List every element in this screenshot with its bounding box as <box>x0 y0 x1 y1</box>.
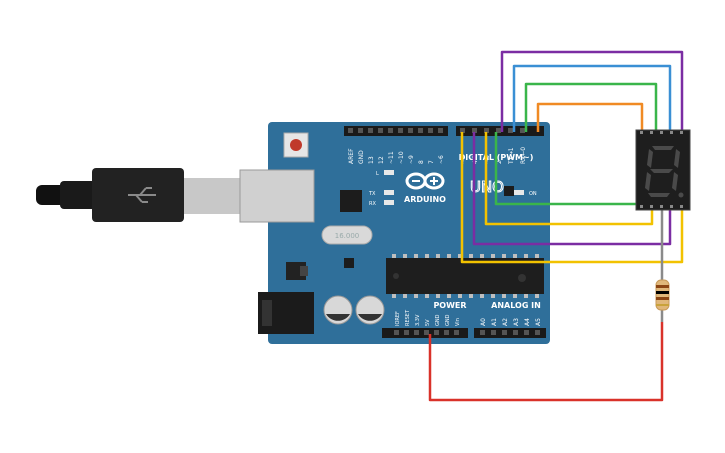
digital-pin-hole[interactable] <box>508 128 513 133</box>
power-pin-hole[interactable] <box>444 330 449 335</box>
analog-pin-hole[interactable] <box>480 330 485 335</box>
led-rx <box>384 200 394 205</box>
analog-pin-label: A3 <box>513 318 520 326</box>
wire-green-top[interactable] <box>524 82 658 132</box>
digital-pin-label: GND <box>358 150 365 164</box>
usb-icon <box>128 187 156 203</box>
analog-pin-hole[interactable] <box>524 330 529 335</box>
digital-pin-hole[interactable] <box>428 128 433 133</box>
analog-pin-hole[interactable] <box>491 330 496 335</box>
analog-pin-label: A2 <box>502 318 509 326</box>
usb-cable-collar <box>60 181 96 209</box>
analog-pin-label: A4 <box>524 318 531 326</box>
digital-pin-label: 8 <box>418 160 425 164</box>
seven-segment-display[interactable]: 8 <box>635 129 691 211</box>
led-rx-label: RX <box>369 201 376 207</box>
led-on <box>514 190 524 195</box>
digital-pin-hole[interactable] <box>520 128 525 133</box>
digital-pin-hole[interactable] <box>368 128 373 133</box>
digital-pin-hole[interactable] <box>438 128 443 133</box>
power-pin-hole[interactable] <box>394 330 399 335</box>
power-header-label: POWER <box>433 301 466 310</box>
digital-pin-label: 13 <box>368 156 375 164</box>
wires <box>428 50 684 402</box>
digital-pin-hole[interactable] <box>496 128 501 133</box>
digital-pin-hole[interactable] <box>460 128 465 133</box>
power-pin-label: GND <box>445 314 451 326</box>
led-l-label: L <box>376 171 379 177</box>
digital-pin-label: 7 <box>428 160 435 164</box>
digital-pin-label: TX→1 <box>508 147 515 165</box>
wire-purple-bottom[interactable] <box>472 132 672 246</box>
wire-red[interactable] <box>428 322 664 402</box>
digital-pin-label: ~10 <box>398 151 405 164</box>
led-on-label: ON <box>529 191 537 197</box>
wire-purple-top[interactable] <box>500 50 684 132</box>
digital-pin-label: RX←0 <box>520 147 527 164</box>
crystal-oscillator <box>321 225 373 245</box>
analog-pin-hole[interactable] <box>535 330 540 335</box>
analog-pin-label: A5 <box>535 318 542 326</box>
led-l <box>384 170 394 175</box>
digital-pin-hole[interactable] <box>484 128 489 133</box>
power-pin-hole[interactable] <box>454 330 459 335</box>
analog-header-label: ANALOG IN <box>491 301 541 310</box>
crystal-label: 16.000 <box>335 232 360 240</box>
digital-pin-hole[interactable] <box>418 128 423 133</box>
digital-pin-label: 12 <box>378 156 385 164</box>
power-pin-hole[interactable] <box>404 330 409 335</box>
digital-pin-hole[interactable] <box>378 128 383 133</box>
analog-pin-label: A0 <box>480 318 487 326</box>
resistor[interactable] <box>655 279 670 311</box>
digital-pin-label: ~6 <box>438 155 445 164</box>
digital-pin-hole[interactable] <box>472 128 477 133</box>
analog-pin-hole[interactable] <box>513 330 518 335</box>
analog-pin-label: A1 <box>491 318 498 326</box>
digital-pin-label: ~3 <box>484 155 491 164</box>
power-pin-label: 5V <box>425 319 431 326</box>
analog-pin-hole[interactable] <box>502 330 507 335</box>
power-pin-hole[interactable] <box>414 330 419 335</box>
power-pin-hole[interactable] <box>434 330 439 335</box>
reset-button-cap <box>290 139 302 151</box>
digital-pin-label: ~9 <box>408 155 415 164</box>
digital-pin-hole[interactable] <box>398 128 403 133</box>
digital-pin-label: ~5 <box>460 155 467 164</box>
digital-pin-hole[interactable] <box>408 128 413 133</box>
arduino-logo <box>405 172 445 190</box>
digital-pin-label: 2 <box>496 160 503 164</box>
wire-yellow-1[interactable] <box>484 132 654 226</box>
digital-header-left <box>344 126 448 136</box>
led-tx-label: TX <box>368 191 376 197</box>
digital-pin-label: 4 <box>472 160 479 164</box>
power-pin-label: RESET <box>405 309 411 326</box>
power-pin-hole[interactable] <box>424 330 429 335</box>
display-digit <box>645 146 684 198</box>
wire-yellow-2[interactable] <box>460 132 684 264</box>
digital-pin-hole[interactable] <box>358 128 363 133</box>
digital-pin-label: ~11 <box>388 151 395 164</box>
usb-cable-strain-relief <box>36 185 66 205</box>
wire-orange-top[interactable] <box>536 102 644 132</box>
brand-label: ARDUINO <box>404 195 446 204</box>
led-tx <box>384 190 394 195</box>
analog-header <box>474 328 546 338</box>
usb-controller-chip <box>340 190 362 212</box>
wire-blue-top[interactable] <box>512 64 672 132</box>
digital-pin-hole[interactable] <box>388 128 393 133</box>
usb-plug-metal <box>184 178 240 214</box>
digital-pin-label: AREF <box>348 148 355 164</box>
usb-cable[interactable] <box>36 168 240 222</box>
power-pin-label: Vin <box>455 318 461 326</box>
atmega-chip <box>386 258 544 294</box>
arduino-uno-board[interactable]: 16.000 L TX RX ON ARDUINO UNO <box>239 122 550 344</box>
digital-pin-hole[interactable] <box>348 128 353 133</box>
usb-port <box>239 169 315 223</box>
power-pin-label: GND <box>435 314 441 326</box>
power-pin-label: 3.3V <box>415 314 421 326</box>
power-pin-label: IOREF <box>395 311 401 326</box>
